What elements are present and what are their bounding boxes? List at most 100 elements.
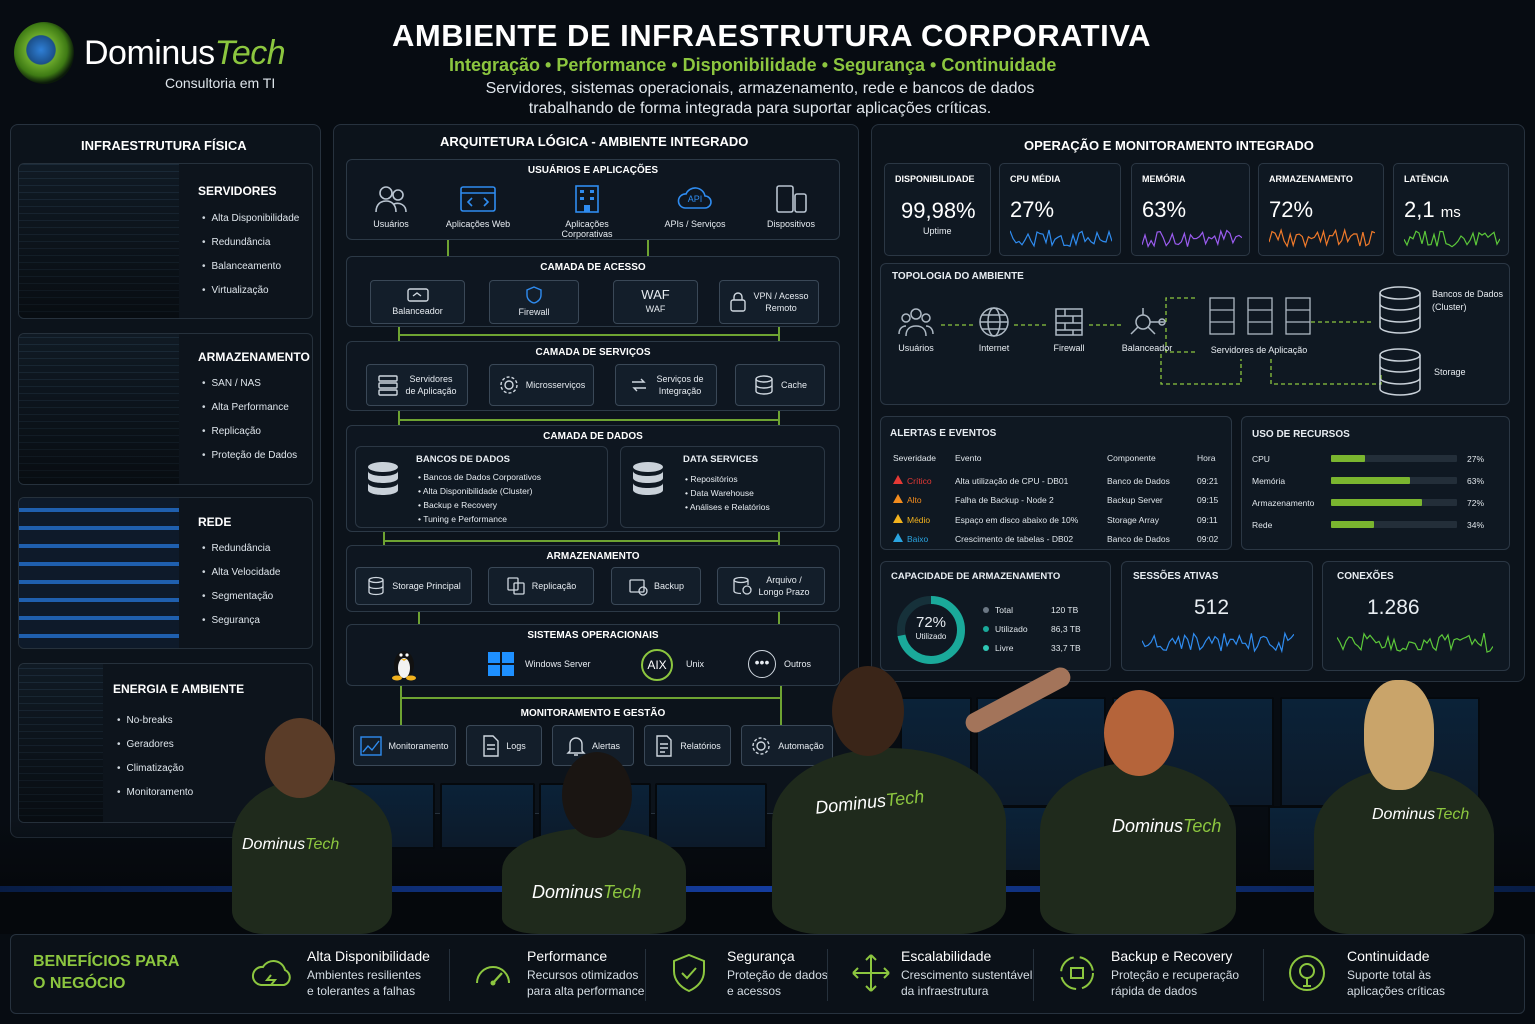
node-label: Internet [978, 343, 1010, 353]
operator-head [562, 752, 632, 838]
list-item: Monitoramento [117, 781, 194, 805]
event-cell: Falha de Backup - Node 2 [955, 495, 1054, 506]
physical-card-title: ENERGIA E AMBIENTE [113, 682, 245, 696]
api-label: API [687, 194, 703, 204]
sparkline-path [1404, 230, 1500, 248]
archive-node[interactable]: Arquivo /Longo Prazo [717, 567, 825, 605]
node-label: Backup [653, 581, 685, 591]
physical-card-list: SAN / NAS Alta Performance Replicação Pr… [202, 372, 298, 468]
operator-person [1040, 762, 1236, 934]
node-label: VPN / Acesso [753, 291, 809, 301]
operator-person [502, 828, 686, 934]
time-cell: 09:15 [1197, 495, 1219, 506]
shirt-logo: DominusTech [1112, 816, 1222, 836]
layer-title: CAMADA DE SERVIÇOS [535, 347, 651, 358]
servers-image [19, 164, 179, 318]
list-item: No-breaks [117, 709, 193, 733]
corpapps-node[interactable]: Aplicações Corporativas [539, 184, 635, 239]
topo-balancer[interactable]: Balanceador [1117, 306, 1177, 353]
balancer-node[interactable]: Balanceador [370, 280, 465, 324]
topo-internet[interactable]: Internet [975, 306, 1013, 353]
desk-light [0, 886, 1535, 892]
reports-node[interactable]: Relatórios [644, 725, 731, 766]
building-icon [575, 185, 599, 213]
kpi-availability: DISPONIBILIDADE 99,98% Uptime [884, 163, 991, 256]
more-icon[interactable]: ••• [748, 650, 776, 678]
cache-node[interactable]: Cache [735, 364, 825, 406]
chart-icon [360, 735, 383, 756]
physical-card-list: Alta Disponibilidade Redundância Balance… [202, 207, 300, 303]
expand-icon [852, 954, 890, 992]
event-cell: Crescimento de tabelas - DB02 [955, 533, 1074, 544]
webapps-node[interactable]: Aplicações Web [443, 184, 513, 229]
donut-used-arc [897, 596, 965, 664]
connector-line [400, 697, 782, 699]
kpi-label: DISPONIBILIDADE [895, 174, 975, 184]
usage-bar [1331, 521, 1457, 528]
physical-card-title: REDE [198, 515, 232, 529]
microservices-node[interactable]: Microsserviços [489, 364, 594, 406]
shield-icon [526, 286, 542, 304]
list-item: Segmentação [202, 585, 280, 609]
list-item: • Análises e Relatórios [685, 502, 770, 512]
gear-icon [500, 376, 518, 394]
connections-title: CONEXÕES [1337, 571, 1394, 582]
logs-node[interactable]: Logs [466, 725, 542, 766]
operations-title: OPERAÇÃO E MONITORAMENTO INTEGRADO [1024, 138, 1314, 153]
db-cluster-label: Bancos de Dados(Cluster) [1432, 289, 1504, 312]
warning-icon [893, 475, 903, 484]
operator-head [832, 666, 904, 756]
windows-icon [488, 652, 514, 676]
usage-value: 63% [1467, 476, 1485, 486]
node-label: Arquivo / [766, 575, 802, 585]
physical-card-servers: SERVIDORES Alta Disponibilidade Redundân… [18, 163, 313, 319]
node-label: Logs [506, 740, 526, 751]
database-icon [368, 576, 384, 596]
windows-item[interactable]: Windows Server [487, 651, 591, 677]
databases-box[interactable]: BANCOS DE DADOS • Bancos de Dados Corpor… [355, 446, 608, 528]
linux-icon[interactable] [389, 645, 419, 681]
data-services-box[interactable]: DATA SERVICES • Repositórios • Data Ware… [620, 446, 825, 528]
database-cluster-icon[interactable] [1378, 286, 1422, 336]
monitoring-node[interactable]: Monitoramento [353, 725, 456, 766]
warning-icon [893, 532, 903, 542]
monitoring-layer: MONITORAMENTO E GESTÃO Monitoramento Log… [346, 703, 840, 769]
sessions-title: SESSÕES ATIVAS [1133, 571, 1219, 582]
connections-box: CONEXÕES 1.286 [1322, 561, 1510, 671]
node-label: Balanceador [1121, 343, 1173, 353]
topo-app-servers[interactable]: Servidores de Aplicação [1199, 294, 1319, 355]
operator-person [232, 778, 392, 934]
topo-users[interactable]: Usuários [895, 306, 937, 353]
replication-node[interactable]: Replicação [488, 567, 594, 605]
node-label: Microsserviços [525, 380, 586, 390]
list-item: Alta Disponibilidade [202, 207, 300, 231]
main-storage-node[interactable]: Storage Principal [355, 567, 472, 605]
devices-node[interactable]: Dispositivos [761, 184, 821, 229]
divider [827, 949, 828, 1001]
automation-node[interactable]: Automação [741, 725, 833, 766]
node-label: Replicação [531, 581, 577, 591]
balancer-icon [406, 288, 429, 302]
topo-firewall[interactable]: Firewall [1049, 306, 1089, 353]
node-label: Aplicações Corporativas [561, 219, 613, 239]
firewall-node[interactable]: Firewall [489, 280, 579, 324]
database-icon [755, 375, 773, 395]
storage-icon[interactable] [1378, 348, 1422, 398]
benefit-title: Backup e Recovery [1111, 948, 1233, 964]
data-services-list: • Repositórios • Data Warehouse • Anális… [685, 472, 770, 514]
apis-node[interactable]: API APIs / Serviços [659, 184, 731, 229]
sparkline-path [1142, 229, 1242, 248]
aix-icon[interactable]: AIX [641, 649, 673, 681]
usage-bar-fill [1331, 521, 1374, 528]
users-node[interactable]: Usuários [371, 184, 411, 229]
waf-node[interactable]: WAF WAF [613, 280, 698, 324]
backup-node[interactable]: Backup [611, 567, 701, 605]
time-cell: 09:11 [1197, 514, 1218, 525]
